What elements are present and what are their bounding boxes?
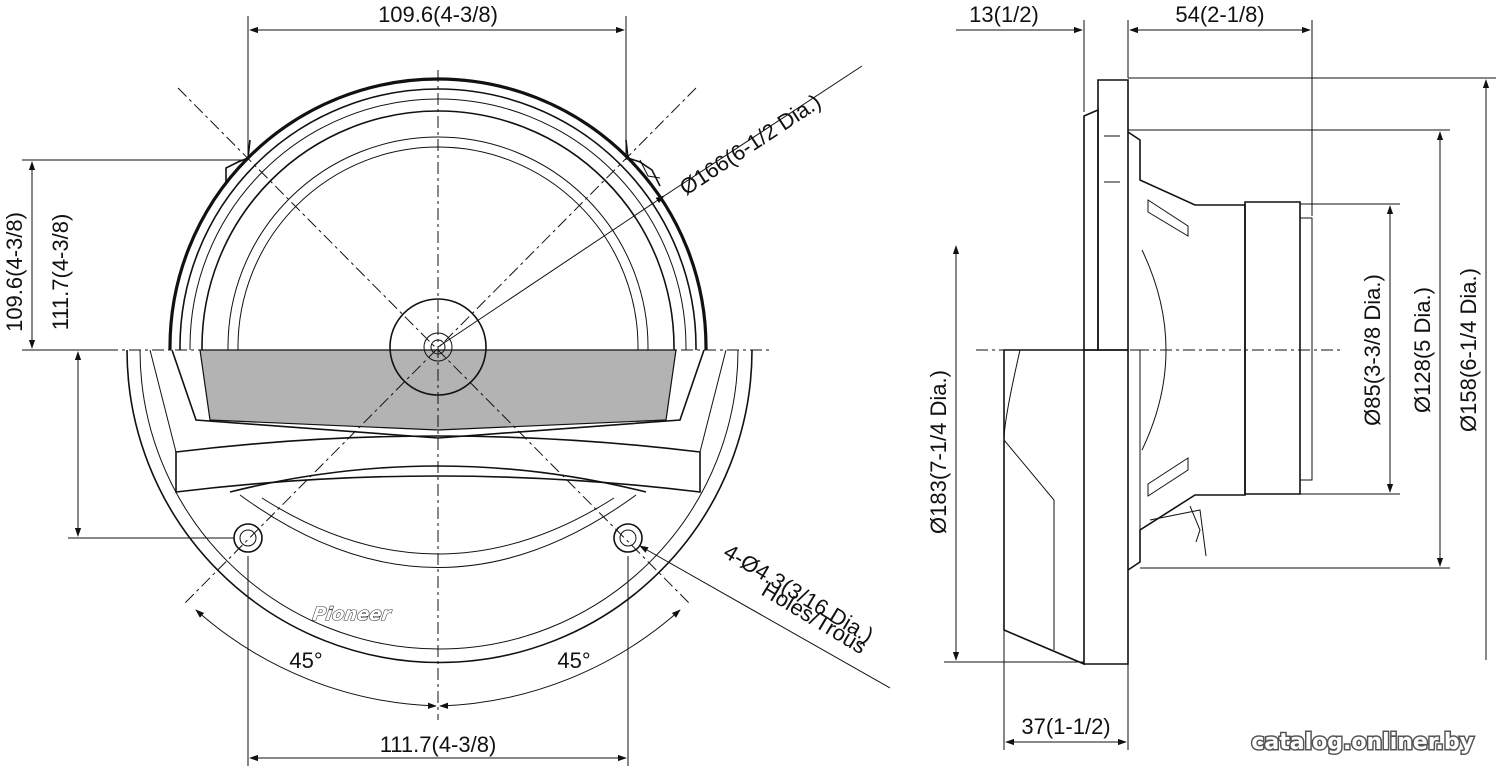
side-flange	[1097, 79, 1129, 351]
mounting-tab-left	[225, 139, 251, 182]
mounting-hole-left	[233, 523, 263, 553]
angle-right-label: 45°	[557, 648, 590, 673]
angle-arc-left	[195, 609, 437, 709]
dim-top-left-label: 13(1/2)	[969, 2, 1039, 27]
dia-158-label: Ø158(6-1/4 Dia.)	[1456, 268, 1481, 432]
diagonal-centerline-a	[177, 87, 691, 605]
dim-left-outer-label: 109.6(4-3/8)	[2, 212, 27, 332]
mounting-tab-right	[625, 139, 661, 187]
watermark: catalog.onliner.by	[1251, 730, 1474, 755]
dim-left-inner-label: 111.7(4-3/8)	[48, 214, 73, 331]
dim-top-label: 109.6(4-3/8)	[378, 2, 498, 27]
dim-bottom-label: 111.7(4-3/8)	[380, 732, 497, 757]
brand-logo: Pioneer	[311, 604, 393, 625]
dim-top-right-label: 54(2-1/8)	[1175, 2, 1264, 27]
angle-left-label: 45°	[289, 648, 322, 673]
mounting-hole-right	[613, 523, 643, 553]
side-magnet	[1244, 201, 1301, 495]
side-basket	[1127, 131, 1246, 571]
dim-bottom-side-label: 37(1-1/2)	[1021, 714, 1110, 739]
front-view: Pioneer 109.6(4-3/8) 111.7(4-3/8) 109.6(…	[2, 2, 891, 766]
dia-183-label: Ø183(7-1/4 Dia.)	[926, 370, 951, 534]
grille-lower-half	[126, 349, 753, 664]
dia-85-label: Ø85(3-3/8 Dia.)	[1360, 274, 1385, 426]
dim-diameter-label: Ø166(6-1/2 Dia.)	[675, 89, 825, 200]
dia-128-label: Ø128(5 Dia.)	[1410, 287, 1435, 413]
angle-arc-right	[439, 609, 681, 709]
side-view: 13(1/2) 54(2-1/8) 37(1-1/2) Ø183(7-1/4 D…	[926, 2, 1496, 750]
